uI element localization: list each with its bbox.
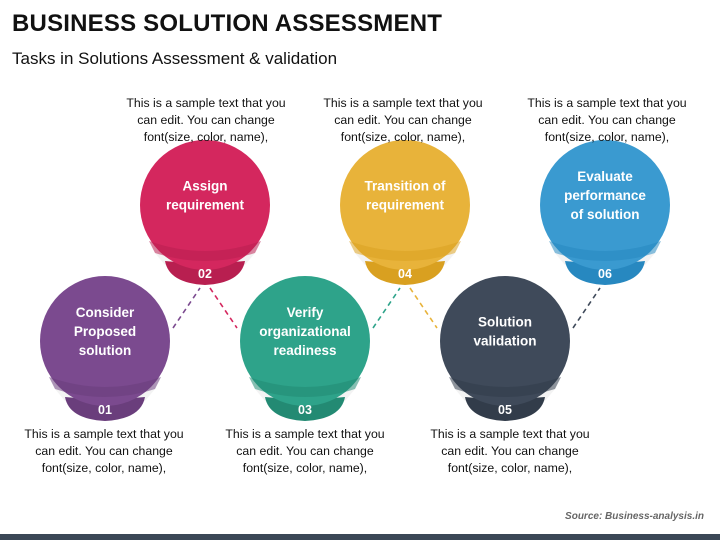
step-shelf <box>349 241 461 261</box>
step-label-line: Proposed <box>74 324 136 339</box>
step-02-description: This is a sample text that you can edit.… <box>116 95 296 146</box>
connectors <box>172 287 601 329</box>
step-circle <box>540 140 670 270</box>
page-subtitle: Tasks in Solutions Assessment & validati… <box>12 49 338 68</box>
step-shelf <box>249 377 361 397</box>
desc-line: This is a sample text that you <box>225 427 385 441</box>
step-05: 05 Solution validation <box>440 276 570 421</box>
step-shelf <box>149 241 261 261</box>
step-label-line: requirement <box>366 198 445 213</box>
step-number: 06 <box>598 267 612 281</box>
step-circle <box>340 140 470 270</box>
step-03-description: This is a sample text that you can edit.… <box>215 426 395 477</box>
step-circle <box>40 276 170 406</box>
step-05-description: This is a sample text that you can edit.… <box>420 426 600 477</box>
step-04: 04 Transition of requirement <box>340 140 470 285</box>
step-06-description: This is a sample text that you can edit.… <box>517 95 697 146</box>
desc-line: can edit. You can change <box>538 113 676 127</box>
step-label-line: validation <box>473 334 536 349</box>
step-label-line: solution <box>79 343 132 358</box>
connector-04-05 <box>409 287 438 329</box>
desc-line: can edit. You can change <box>441 444 579 458</box>
step-label-line: performance <box>564 188 646 203</box>
desc-line: font(size, color, name), <box>242 461 368 475</box>
step-circle <box>140 140 270 270</box>
desc-line: This is a sample text that you <box>323 96 483 110</box>
desc-line: font(size, color, name), <box>544 130 670 144</box>
step-label-line: of solution <box>571 207 640 222</box>
step-number: 04 <box>398 267 412 281</box>
desc-line: can edit. You can change <box>137 113 275 127</box>
step-circle <box>240 276 370 406</box>
step-label-line: requirement <box>166 198 245 213</box>
desc-line: can edit. You can change <box>236 444 374 458</box>
step-label-line: Solution <box>478 315 532 330</box>
desc-line: font(size, color, name), <box>143 130 269 144</box>
desc-line: font(size, color, name), <box>340 130 466 144</box>
step-03: 03 Verify organizational readiness <box>240 276 370 421</box>
step-04-description: This is a sample text that you can edit.… <box>313 95 493 146</box>
step-06: 06 Evaluate performance of solution <box>540 140 670 285</box>
step-number-tab <box>165 261 245 285</box>
connector-02-03 <box>209 287 238 329</box>
step-number: 05 <box>498 403 512 417</box>
desc-line: can edit. You can change <box>334 113 472 127</box>
desc-line: font(size, color, name), <box>447 461 573 475</box>
step-number: 02 <box>198 267 212 281</box>
step-circle <box>440 276 570 406</box>
desc-line: This is a sample text that you <box>430 427 590 441</box>
desc-line: This is a sample text that you <box>126 96 286 110</box>
step-number-tab <box>465 397 545 421</box>
step-label-line: readiness <box>273 343 336 358</box>
step-label-line: Verify <box>287 305 324 320</box>
step-02: 02 Assign requirement <box>140 140 270 285</box>
desc-line: This is a sample text that you <box>24 427 184 441</box>
page-title: BUSINESS SOLUTION ASSESSMENT <box>12 10 443 37</box>
step-shelf <box>449 377 561 397</box>
source-credit: Source: Business-analysis.in <box>565 511 704 522</box>
step-number: 03 <box>298 403 312 417</box>
step-number-tab <box>265 397 345 421</box>
connector-01-02 <box>172 287 201 329</box>
step-label-line: Assign <box>182 179 227 194</box>
desc-line: can edit. You can change <box>35 444 173 458</box>
connector-03-04 <box>372 287 401 329</box>
desc-line: font(size, color, name), <box>41 461 167 475</box>
step-label-line: Evaluate <box>577 169 633 184</box>
step-number: 01 <box>98 403 112 417</box>
bottom-bar <box>0 534 720 540</box>
step-number-tab <box>365 261 445 285</box>
step-shelf <box>49 377 161 397</box>
step-label-line: Consider <box>76 305 135 320</box>
desc-line: This is a sample text that you <box>527 96 687 110</box>
step-shelf <box>549 241 661 261</box>
step-label-line: organizational <box>259 324 351 339</box>
step-01-description: This is a sample text that you can edit.… <box>14 426 194 477</box>
step-number-tab <box>565 261 645 285</box>
connector-05-06 <box>572 287 601 329</box>
step-number-tab <box>65 397 145 421</box>
step-label-line: Transition of <box>365 179 447 194</box>
